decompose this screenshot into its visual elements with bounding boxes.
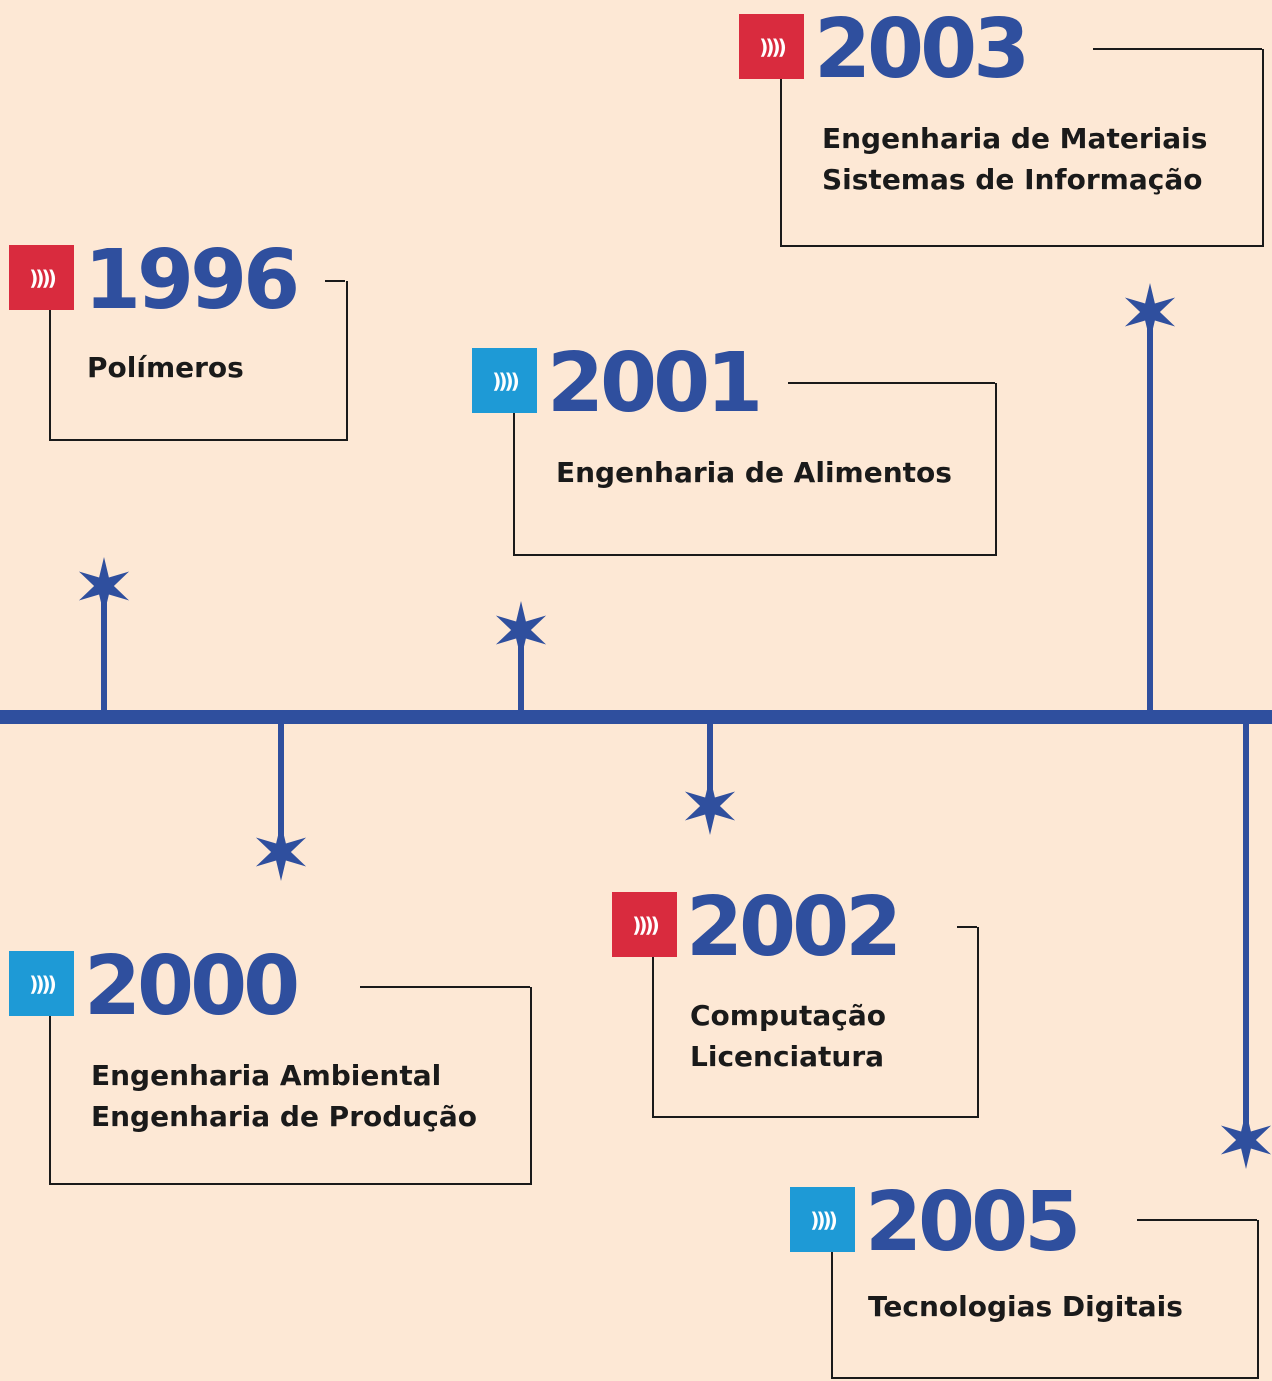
- course-name: Computação: [690, 999, 886, 1032]
- timeline-axis: [0, 710, 1272, 724]
- year-label: 2001: [547, 336, 763, 431]
- badge-chevrons-icon: )))): [790, 1187, 855, 1252]
- course-list: Engenharia Ambiental Engenharia de Produ…: [91, 1055, 477, 1137]
- year-label: 2002: [686, 880, 902, 975]
- course-name: Engenharia de Materiais: [822, 122, 1208, 155]
- badge-chevrons-icon: )))): [9, 245, 74, 310]
- course-name: Sistemas de Informação: [822, 163, 1203, 196]
- star-icon: [495, 601, 547, 659]
- year-label: 2003: [814, 2, 1030, 97]
- course-list: Engenharia de Materiais Sistemas de Info…: [822, 118, 1207, 200]
- badge-chevrons-icon: )))): [9, 951, 74, 1016]
- course-name: Engenharia de Produção: [91, 1100, 477, 1133]
- year-label: 2005: [865, 1175, 1081, 1270]
- course-name: Engenharia de Alimentos: [556, 456, 952, 489]
- course-name: Polímeros: [87, 351, 244, 384]
- course-name: Engenharia Ambiental: [91, 1059, 442, 1092]
- course-name: Licenciatura: [690, 1040, 885, 1073]
- badge-chevrons-icon: )))): [739, 14, 804, 79]
- star-icon: [1124, 283, 1176, 341]
- badge-chevrons-icon: )))): [472, 348, 537, 413]
- course-list: Computação Licenciatura: [690, 995, 886, 1077]
- course-list: Tecnologias Digitais: [868, 1286, 1183, 1327]
- course-list: Polímeros: [87, 347, 244, 388]
- badge-chevrons-icon: )))): [612, 892, 677, 957]
- course-name: Tecnologias Digitais: [868, 1290, 1183, 1323]
- year-label: 2000: [84, 939, 300, 1034]
- star-icon: [78, 557, 130, 615]
- star-icon: [255, 823, 307, 881]
- year-label: 1996: [84, 233, 300, 328]
- star-icon: [684, 777, 736, 835]
- course-list: Engenharia de Alimentos: [556, 452, 952, 493]
- star-icon: [1220, 1111, 1272, 1169]
